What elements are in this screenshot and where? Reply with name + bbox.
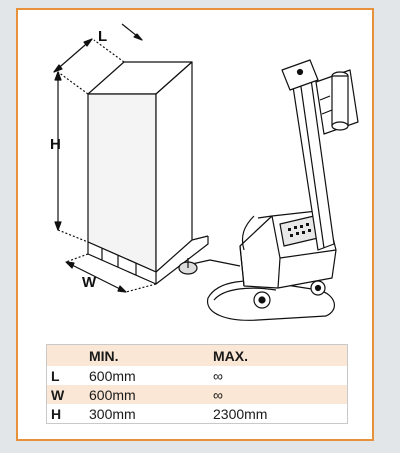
row-max: 2300mm [213,405,268,422]
height-label: H [50,136,61,153]
header-max: MAX. [209,344,348,366]
table-header-row: MIN. MAX. [46,344,348,366]
header-min: MIN. [85,344,209,366]
length-dimension [53,23,143,95]
table-row-length: L 600mm ∞ [47,366,348,385]
row-dim: W [46,385,85,404]
length-label: L [98,28,108,45]
width-label: W [82,274,97,291]
header-dim [46,344,85,366]
table-row-width: W 600mm ∞ [46,385,348,404]
row-dim: L [51,367,60,384]
spec-card: L H W MIN. MAX. L 600mm ∞ W 600mm ∞ H 3 [16,8,374,441]
table-row-height: H 300mm 2300mm [47,404,348,424]
row-min: 600mm [85,385,209,404]
row-max: ∞ [213,367,223,384]
row-max: ∞ [209,385,348,404]
wrapping-machine [178,59,359,321]
row-min: 300mm [89,405,136,422]
row-min: 600mm [89,367,136,384]
height-dimension [54,71,89,243]
row-dim: H [51,405,62,422]
pallet-load-box [87,61,209,285]
dimension-spec-table: MIN. MAX. L 600mm ∞ W 600mm ∞ H 300mm 23… [46,344,348,424]
width-dimension [65,253,157,293]
wrapping-machine-diagram [53,23,359,321]
